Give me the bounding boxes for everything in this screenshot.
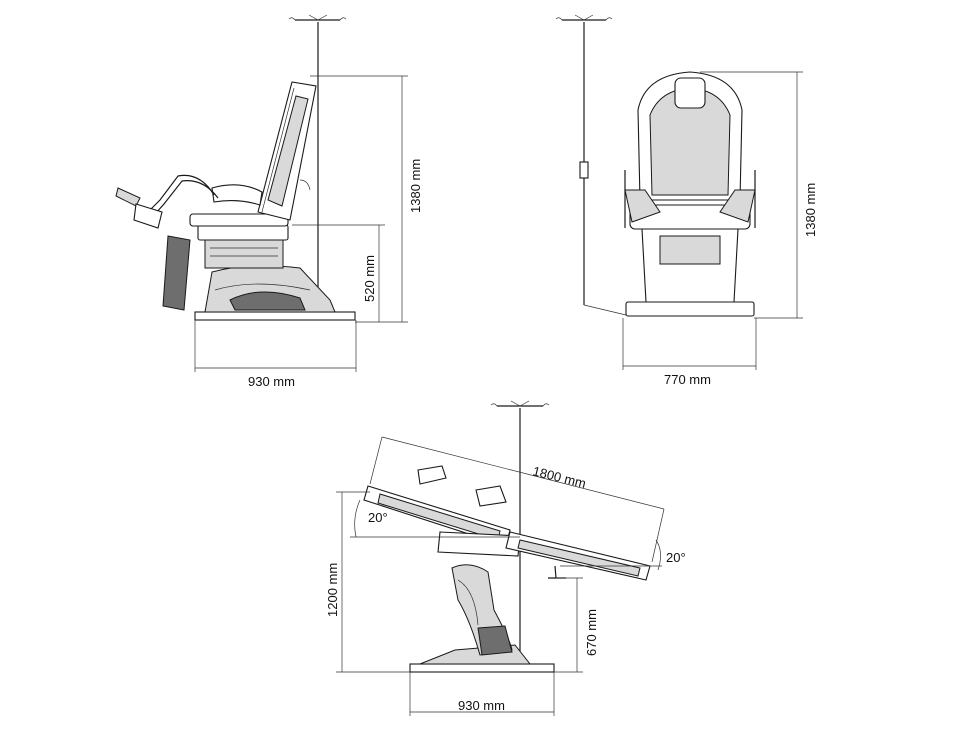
reclined-leg-angle-label: 20° bbox=[666, 550, 686, 565]
front-width-label: 770 mm bbox=[664, 372, 711, 387]
front-height-dimension: 1380 mm bbox=[700, 71, 818, 319]
reclined-height-label: 1200 mm bbox=[325, 563, 340, 617]
reclined-column bbox=[451, 564, 513, 656]
reclined-table bbox=[363, 465, 651, 581]
reclined-width-label: 930 mm bbox=[458, 698, 505, 713]
front-width-dimension: 770 mm bbox=[622, 318, 757, 387]
side-seat bbox=[189, 213, 289, 269]
reclined-view: 1800 mm 20° 20° 1200 mm 670 mm bbox=[325, 400, 686, 716]
side-height-dimension: 1380 mm bbox=[310, 75, 423, 323]
reclined-width-dimension: 930 mm bbox=[409, 672, 555, 716]
front-height-label: 1380 mm bbox=[803, 183, 818, 237]
side-armrest bbox=[211, 184, 263, 206]
reclined-back-angle-label: 20° bbox=[368, 510, 388, 525]
reclined-leg-angle: 20° bbox=[560, 539, 686, 571]
front-pedestal bbox=[625, 228, 755, 317]
side-height-label: 1380 mm bbox=[408, 159, 423, 213]
reclined-back-angle: 20° bbox=[350, 499, 520, 538]
side-seat-height-dimension: 520 mm bbox=[292, 224, 385, 322]
front-iv-pole bbox=[555, 14, 627, 316]
side-base bbox=[194, 265, 356, 321]
side-width-label: 930 mm bbox=[248, 374, 295, 389]
front-view: 1380 mm 770 mm bbox=[555, 14, 818, 387]
side-seat-height-label: 520 mm bbox=[362, 255, 377, 302]
reclined-seat-height-dimension: 670 mm bbox=[554, 577, 599, 673]
side-backrest bbox=[257, 81, 317, 221]
front-seat bbox=[624, 170, 756, 230]
reclined-seat-height-label: 670 mm bbox=[584, 609, 599, 656]
side-iv-pole bbox=[288, 14, 347, 315]
front-backrest bbox=[637, 71, 743, 201]
reclined-length-label: 1800 mm bbox=[531, 463, 587, 491]
side-width-dimension: 930 mm bbox=[194, 320, 357, 389]
side-view: 1380 mm 520 mm 930 mm bbox=[115, 14, 423, 389]
side-leg-holder bbox=[115, 174, 219, 311]
reclined-height-dimension: 1200 mm bbox=[325, 491, 410, 673]
